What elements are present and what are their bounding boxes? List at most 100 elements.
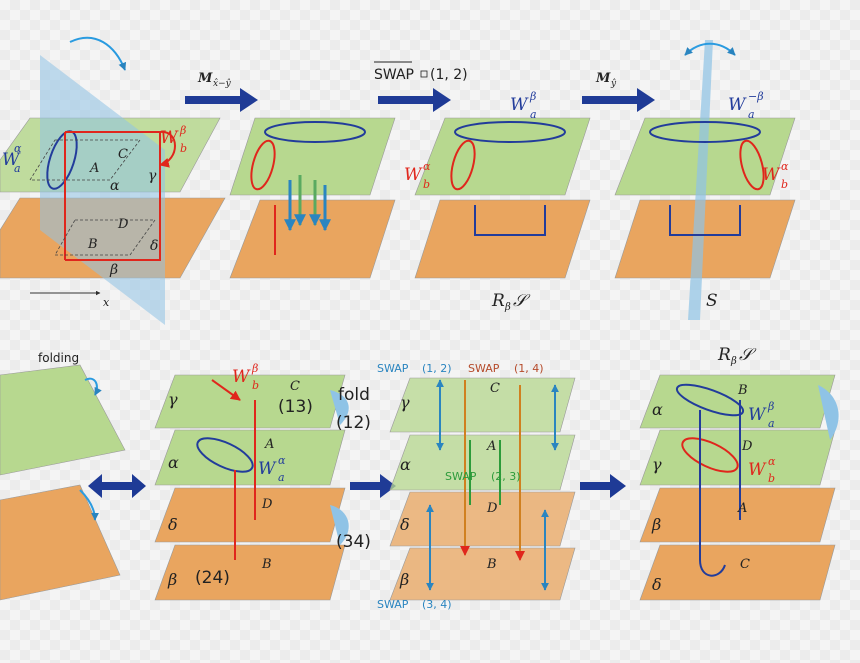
op2-label: SWAP <box>374 67 414 83</box>
op1-sub: x̂−ŷ <box>213 78 232 89</box>
op3-label: M <box>595 71 611 86</box>
p1-Wb-sub: b <box>180 142 187 155</box>
label-RS-bottom-S: 𝒮 <box>739 345 757 365</box>
p3-Wb: W <box>404 165 423 185</box>
arrow-M-y <box>582 88 655 112</box>
p1-D: D <box>117 217 129 232</box>
n12-label: (12) <box>336 413 371 433</box>
top-panel-3 <box>414 117 591 279</box>
b3-A: A <box>486 439 496 454</box>
swap34-label: SWAP <box>377 598 409 611</box>
n34-label: (34) <box>336 532 371 552</box>
p1-B: B <box>87 237 98 252</box>
b2-D: D <box>261 497 273 512</box>
b4-Wb-sup: α <box>768 455 776 468</box>
b4-Wb: W <box>748 460 767 480</box>
b3-layer-1: γ <box>400 393 410 412</box>
p1-beta: β <box>109 262 118 278</box>
b4-Wa-sub: a <box>768 417 775 430</box>
axis-x-label: x <box>103 296 110 309</box>
p4-Wb-sup: α <box>781 160 789 173</box>
arrow-swap-12 <box>374 61 451 112</box>
p3-Wb-sub: b <box>423 178 430 191</box>
fold-label: fold <box>338 385 370 405</box>
b2-Wb-sub: b <box>252 379 259 392</box>
b4-Wb-sub: b <box>768 472 775 485</box>
b4-Wa-sup: β <box>767 400 774 413</box>
p3-Wa: W <box>510 95 529 115</box>
arrow-M-x-y <box>185 88 258 112</box>
p3-Wa-sub: a <box>530 108 537 121</box>
label-S-top: S <box>706 291 718 311</box>
b4-layer-3: β <box>651 515 661 534</box>
label-RS-top: R <box>491 291 505 311</box>
b2-Wb-sup: β <box>251 362 258 375</box>
b2-layer-1: γ <box>168 390 178 409</box>
p1-Wa: W <box>2 150 21 170</box>
b2-C: C <box>290 379 300 394</box>
b3-layer-3: δ <box>400 515 410 534</box>
p1-delta: δ <box>150 238 158 254</box>
b4-layer-2: γ <box>652 455 662 474</box>
top-panel-2 <box>229 117 396 279</box>
label-RS-bottom-sub: β <box>730 356 737 367</box>
b2-Wa-sub: a <box>278 471 285 484</box>
arrow-bottom-1 <box>350 474 396 498</box>
label-RS-top-sub: β <box>504 302 511 313</box>
p4-Wa: W <box>728 95 747 115</box>
swap34-args: (3, 4) <box>422 598 452 611</box>
p1-Wb-sup: β <box>179 124 186 137</box>
p1-gamma: γ <box>148 168 157 184</box>
b2-Wb: W <box>232 367 251 387</box>
swap12-label: SWAP <box>377 362 409 375</box>
b3-layer-4: β <box>399 570 409 589</box>
p1-Wa-sub: a <box>14 162 21 175</box>
p3-Wb-sup: α <box>423 160 431 173</box>
p1-alpha: α <box>110 178 120 194</box>
bottom-panel-2 <box>154 374 349 601</box>
b4-D: D <box>741 439 753 454</box>
top-panel-4 <box>614 40 796 320</box>
b2-Wa-sup: α <box>278 454 286 467</box>
folding-panel <box>0 364 126 601</box>
bottom-panel-4 <box>639 374 839 601</box>
p4-Wb-sub: b <box>781 178 788 191</box>
label-RS-bottom: R <box>717 345 731 365</box>
b2-layer-4: β <box>167 570 177 589</box>
n24-label: (24) <box>195 568 230 588</box>
p1-Wa-sup: α <box>14 142 22 155</box>
b3-C: C <box>490 381 500 396</box>
b3-B: B <box>486 557 497 572</box>
p4-Wa-sub: a <box>748 108 755 121</box>
b4-layer-1: α <box>652 400 663 419</box>
op3-sub: ŷ <box>610 78 617 89</box>
b2-A: A <box>264 437 274 452</box>
arrow-bottom-2 <box>580 474 626 498</box>
b3-layer-2: α <box>400 455 411 474</box>
p1-Wb: W <box>160 128 179 148</box>
swap12-args: (1, 2) <box>422 362 452 375</box>
n13-label: (13) <box>278 397 313 417</box>
b2-Wa: W <box>258 459 277 479</box>
p1-C: C <box>118 147 128 162</box>
b2-layer-2: α <box>168 453 179 472</box>
swap23-label: SWAP <box>445 470 477 483</box>
b2-B: B <box>261 557 272 572</box>
op2-args: (1, 2) <box>430 67 468 83</box>
op1-label: M <box>197 71 213 86</box>
label-RS-top-S: 𝒮 <box>513 291 531 311</box>
b4-layer-4: δ <box>652 575 662 594</box>
square-subscript-icon <box>420 70 428 78</box>
b4-A: A <box>737 501 747 516</box>
bottom-panel-3 <box>389 377 576 601</box>
top-panel-1 <box>0 36 226 325</box>
b4-C: C <box>740 557 750 572</box>
folding-label: folding <box>38 351 79 365</box>
swap23-args: (2, 3) <box>491 470 521 483</box>
b4-Wa: W <box>748 405 767 425</box>
p4-Wa-sup: −β <box>748 90 764 103</box>
p4-Wb: W <box>762 165 781 185</box>
p1-A: A <box>89 161 99 176</box>
double-arrow <box>88 474 146 498</box>
